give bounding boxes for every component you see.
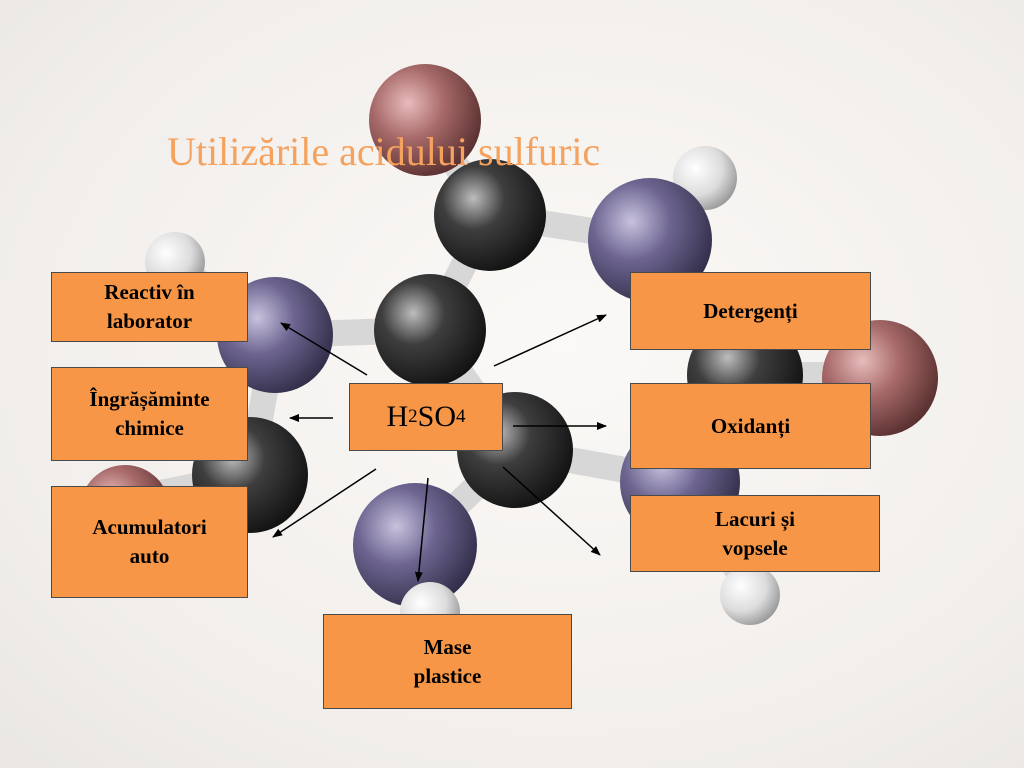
use-box-oxidanti: Oxidanți: [630, 383, 871, 469]
use-box-detergenti: Detergenți: [630, 272, 871, 350]
use-label-oxidanti: Oxidanți: [710, 413, 791, 438]
use-box-ingrasaminte: Îngrășăminte chimice: [51, 367, 248, 461]
use-box-acumulatori: Acumulatori auto: [51, 486, 248, 598]
arrow-to-detergenti: [493, 314, 607, 367]
arrow-to-mase: [414, 477, 429, 582]
use-label-reactiv: Reactiv în laborator: [104, 280, 195, 333]
use-box-lacuri: Lacuri și vopsele: [630, 495, 880, 572]
arrow-to-reactiv: [280, 322, 368, 376]
use-label-detergenti: Detergenți: [703, 298, 798, 323]
use-label-acumulatori: Acumulatori auto: [92, 515, 207, 568]
arrow-to-acumulatori: [272, 468, 377, 538]
use-label-ingrasaminte: Îngrășăminte chimice: [89, 387, 210, 440]
use-label-mase: Mase plastice: [413, 634, 482, 688]
use-box-reactiv: Reactiv în laborator: [51, 272, 248, 342]
formula-h: H: [386, 400, 409, 433]
formula-subscript-4: 4: [456, 406, 466, 427]
formula-subscript-2: 2: [408, 406, 418, 427]
use-box-mase: Mase plastice: [323, 614, 572, 709]
use-label-lacuri: Lacuri și vopsele: [715, 506, 795, 560]
arrow-to-lacuri: [502, 466, 601, 556]
slide-title: Utilizările acidului sulfuric: [167, 129, 601, 174]
formula-so: SO: [417, 400, 457, 433]
